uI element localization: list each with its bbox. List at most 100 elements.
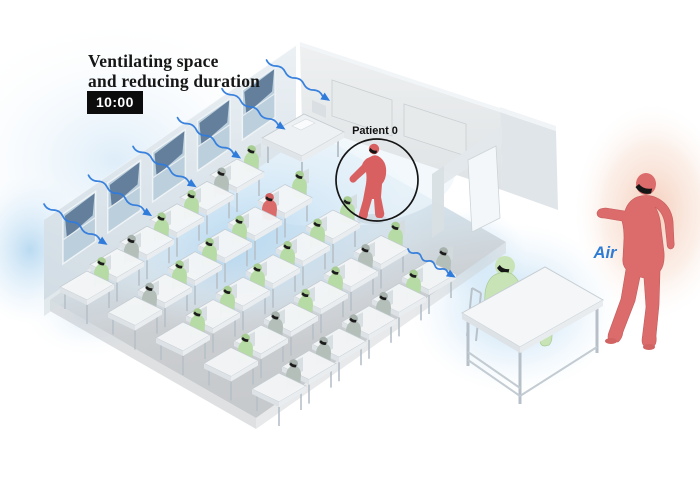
patient-zero-circle: [335, 138, 419, 222]
window-rail: [241, 92, 276, 117]
face-mask-icon: [145, 285, 153, 291]
desk-edge: [273, 267, 300, 289]
air-flow-arrows: [43, 59, 456, 278]
air-wave: [87, 174, 146, 213]
desk-edge: [261, 338, 288, 360]
window-rail: [197, 123, 231, 148]
desk-edge: [177, 216, 204, 238]
desk-stretchers: [467, 346, 598, 397]
door-panel: [467, 145, 501, 233]
desk-edge: [231, 360, 258, 382]
face-mask-icon: [497, 265, 510, 274]
desk-edge: [309, 363, 336, 385]
face-mask-icon: [635, 184, 653, 194]
left-wall-top-edge: [44, 42, 301, 220]
desk-edge: [195, 264, 222, 286]
inset-scene: Air: [460, 173, 675, 404]
air-inflow-arrow: [132, 145, 197, 188]
student-desk: [155, 306, 211, 375]
student-desk: [251, 357, 307, 426]
teacher-desk-side: [302, 132, 344, 162]
air-label: Air: [593, 244, 619, 262]
face-mask-icon: [391, 224, 399, 230]
face-mask-icon: [193, 311, 201, 317]
air-inflow-arrow: [176, 116, 242, 159]
arrowhead-icon: [275, 121, 286, 130]
face-mask-icon: [241, 336, 249, 342]
desk-edge: [333, 223, 360, 244]
desk-edge: [369, 318, 396, 340]
air-inflow-arrow: [221, 87, 286, 130]
student-desk: [59, 255, 115, 324]
face-mask-icon: [187, 193, 195, 199]
desk-edge: [207, 194, 234, 216]
face-mask-icon: [349, 317, 357, 323]
desk-edge: [429, 274, 456, 295]
right-wall-outer-face: [500, 112, 558, 210]
desk-edge: [279, 386, 306, 407]
face-mask-icon: [379, 295, 387, 301]
floor-edge: [256, 242, 506, 429]
face-mask-icon: [271, 314, 279, 320]
back-wall-face: [300, 46, 502, 190]
face-mask-icon: [301, 292, 309, 298]
desk-edge: [213, 312, 240, 334]
arrowhead-icon: [142, 207, 153, 217]
air-wave: [43, 203, 101, 241]
door-jamb: [432, 166, 444, 238]
arrowhead-icon: [231, 150, 242, 159]
face-mask-icon: [127, 238, 135, 243]
face-mask-icon: [175, 263, 183, 269]
desk-edge: [147, 239, 174, 261]
desk-edge: [60, 287, 87, 305]
desk-edge: [165, 287, 192, 309]
open-window-pane: [64, 193, 95, 238]
face-mask-icon: [295, 173, 303, 179]
desk-edge: [351, 270, 378, 292]
window-rail: [62, 216, 97, 241]
air-inflow-arrow: [43, 203, 108, 245]
right-wall-top-edge: [500, 107, 556, 131]
desk-edge: [399, 296, 426, 318]
desk-edge: [303, 245, 330, 267]
desk-edge: [204, 363, 231, 382]
face-mask-icon: [283, 244, 291, 250]
desk-edge: [183, 335, 210, 356]
face-mask-icon: [331, 269, 339, 275]
air-wave: [221, 87, 279, 126]
window-rail: [152, 154, 186, 179]
air-wave: [176, 116, 235, 155]
desk-edge: [87, 284, 114, 305]
face-mask-icon: [409, 272, 417, 278]
desk-edge: [135, 309, 162, 331]
windows: [62, 66, 276, 266]
inset-desk: [460, 266, 605, 404]
arrowhead-icon: [320, 92, 331, 101]
student-desk-grid: [59, 143, 457, 426]
desk-legs: [466, 270, 599, 404]
arrowhead-icon: [97, 236, 108, 245]
right-wall-doorway: [432, 107, 558, 238]
face-mask-icon: [97, 260, 105, 266]
open-window-pane: [244, 69, 275, 115]
face-mask-icon: [439, 250, 447, 256]
air-inflow-arrow: [87, 174, 153, 217]
title: Ventilating space and reducing duration: [88, 51, 260, 92]
desk-edge: [108, 312, 135, 331]
face-mask-icon: [223, 289, 231, 294]
student-desk: [275, 216, 331, 286]
patient-zero-figure: [349, 155, 387, 219]
face-mask-icon: [247, 148, 255, 154]
desk-edge: [117, 261, 144, 283]
face-mask-icon: [319, 340, 327, 345]
teacher-chair: [312, 100, 326, 118]
face-mask-icon: [205, 241, 213, 247]
desk-item: [291, 118, 316, 131]
face-mask-icon: [343, 199, 351, 205]
window: [196, 96, 231, 173]
desk-edge: [339, 341, 366, 363]
face-mask-icon: [235, 218, 243, 224]
adult-foot: [643, 344, 655, 350]
